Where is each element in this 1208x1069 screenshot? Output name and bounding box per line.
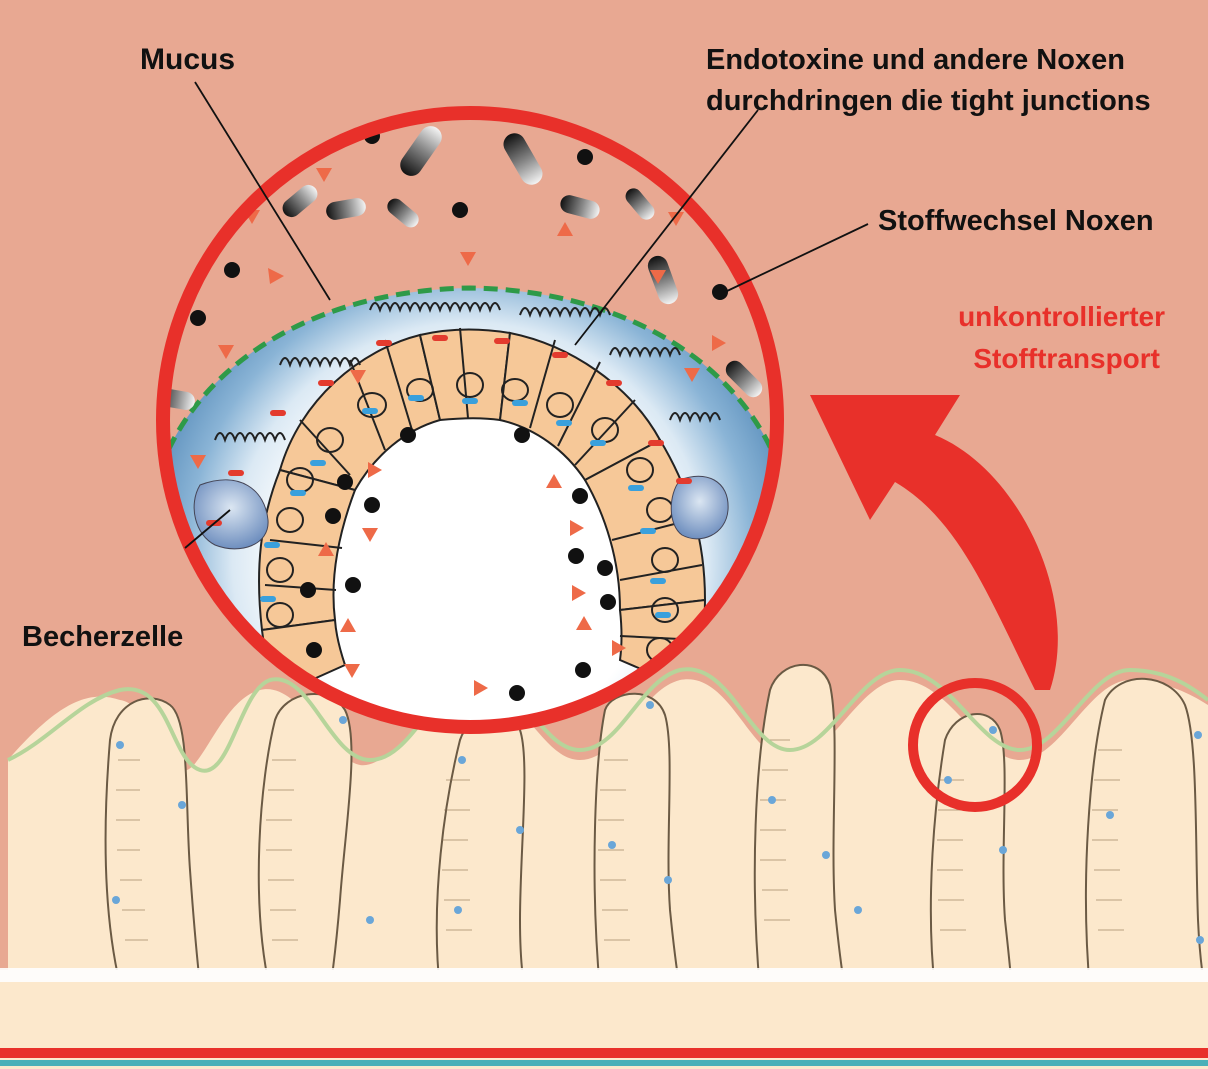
label-unkontrolliert-1: unkontrollierter — [958, 301, 1165, 332]
label-unkontrolliert-2: Stofftransport — [973, 343, 1160, 374]
label-endotoxine-1: Endotoxine und andere Noxen — [706, 44, 1125, 76]
goblet-cell — [671, 476, 728, 539]
villus — [755, 665, 845, 990]
bottom-line-red — [0, 1048, 1208, 1058]
bottom-line-teal — [0, 1060, 1208, 1066]
label-mucus: Mucus — [140, 43, 235, 76]
villus — [1086, 679, 1205, 990]
label-stoffwechsel: Stoffwechsel Noxen — [878, 205, 1154, 237]
label-becherzelle: Becherzelle — [22, 621, 183, 653]
label-endotoxine-2: durchdringen die tight junctions — [706, 85, 1151, 117]
